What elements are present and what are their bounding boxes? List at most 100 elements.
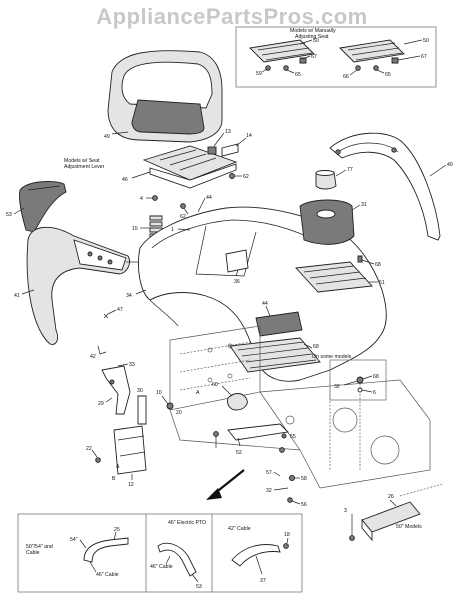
callout-67: 67 <box>421 54 427 60</box>
callout-12: 12 <box>128 482 134 488</box>
note-cable-46-pto: 46" Electric PTO <box>168 520 206 526</box>
callout-42: 42 <box>90 354 96 360</box>
callout-40: 40 <box>447 162 453 168</box>
callout-25: 25 <box>114 527 120 533</box>
fender-40 <box>329 132 441 241</box>
callout-52: 52 <box>236 450 242 456</box>
callout-20: 20 <box>176 410 182 416</box>
callout-66: 66 <box>343 74 349 80</box>
seat-back-cushion <box>121 61 213 109</box>
grip-53 <box>19 181 67 233</box>
console-31 <box>299 199 355 245</box>
seat-pan-plate <box>142 145 238 181</box>
callout-62: 62 <box>180 214 186 220</box>
callout-1: 1 <box>171 227 174 233</box>
link-52 <box>227 423 289 441</box>
callout-50: 50 <box>423 38 429 44</box>
watermark: AppliancePartsPros.com <box>96 4 367 29</box>
callout-47: 47 <box>117 307 123 313</box>
left-footpad: 68 On some models <box>229 337 352 373</box>
callout-59: 59 <box>256 71 262 77</box>
callout-10: 10 <box>156 390 162 396</box>
callout-55: 55 <box>290 434 296 440</box>
note-some-models: On some models <box>312 354 352 360</box>
callout-44: 44 <box>206 195 212 201</box>
callout-B: B <box>112 476 116 482</box>
lever-33 <box>101 365 131 415</box>
callout-77: 77 <box>347 167 353 173</box>
seat-pan-assembly: Models w/ Seat Adjustment Lever 13 14 46… <box>64 129 252 189</box>
inset-frame-small <box>329 359 387 401</box>
callout-41: 41 <box>14 293 20 299</box>
callout-62: 62 <box>243 174 249 180</box>
note-cable-50-54: 50"/54" and <box>26 544 53 550</box>
footpad-left <box>229 337 321 373</box>
callout-44: 44 <box>262 301 268 307</box>
note-lever-seat: Models w/ Seat <box>64 158 100 164</box>
callout-65: 65 <box>385 72 391 78</box>
cable-bracket-37 <box>231 544 281 567</box>
callout-51: 51 <box>379 280 385 286</box>
note-lever-seat-2: Adjustment Lever <box>64 164 105 170</box>
shroud-34 <box>138 206 387 382</box>
note-manual-seat: Models w/ Manually <box>290 28 336 34</box>
callout-32: 32 <box>334 384 340 390</box>
note-cable-54: 54" <box>70 537 78 543</box>
callout-30: 30 <box>137 388 143 394</box>
callout-65: 65 <box>295 72 301 78</box>
note-cable-42: 42" Cable <box>228 526 251 532</box>
note-fifty-models: 50" Models <box>396 524 422 530</box>
note-cable-50-54-2: Cable <box>26 550 40 556</box>
callout-A: A <box>196 390 200 396</box>
callout-26: 26 <box>388 494 394 500</box>
callout-50: 50 <box>313 38 319 44</box>
callout-18: 18 <box>284 532 290 538</box>
right-console: 31 68 51 <box>295 199 385 293</box>
rod-30 <box>137 395 147 425</box>
plate-44 <box>255 311 303 337</box>
callout-A: A <box>116 464 120 470</box>
callout-32: 32 <box>266 488 272 494</box>
seat-rail-right <box>339 39 405 63</box>
pointer-arrow-head <box>206 488 222 500</box>
cable-panel: 50"/54" and Cable 25 54" 46" Cable 46" E… <box>17 513 303 593</box>
footpad-51 <box>295 261 373 293</box>
body-shroud: 1 34 36 44 <box>126 206 387 382</box>
callout-14: 14 <box>246 133 252 139</box>
bracket-26-edge <box>361 518 373 542</box>
cable-panel-frame <box>17 513 303 593</box>
callout-68: 68 <box>373 374 379 380</box>
pointer-arrow <box>213 469 245 495</box>
callout-6: 6 <box>373 390 376 396</box>
callout-4: 4 <box>140 196 143 202</box>
callout-57: 57 <box>266 470 272 476</box>
linkage-assembly: 33 29 30 10 20 A 60 12 22 B A <box>86 362 248 488</box>
callout-56: 56 <box>301 502 307 508</box>
callout-60: 60 <box>212 382 218 388</box>
bracket-14 <box>221 143 239 157</box>
callout-36: 36 <box>234 279 240 285</box>
callout-49: 49 <box>104 134 110 140</box>
left-side-parts: 53 39 41 47 42 <box>6 181 145 360</box>
bracket-36 <box>225 249 249 273</box>
fifty-models-bracket: 26 3 50" Models <box>344 483 443 542</box>
part-60 <box>227 393 248 411</box>
panel-39 <box>73 239 127 271</box>
center-link: 52 57 58 32 56 <box>213 423 307 508</box>
bracket-12 <box>113 425 147 475</box>
callout-22: 22 <box>86 446 92 452</box>
cable-bracket-53 <box>157 542 197 577</box>
callout-29: 29 <box>98 401 104 407</box>
note-cable-46b: 46" Cable <box>150 564 173 570</box>
callout-34: 34 <box>126 293 132 299</box>
inset-some-models: 32 68 6 <box>329 359 387 401</box>
callout-53: 53 <box>196 584 202 590</box>
callout-33: 33 <box>129 362 135 368</box>
seat-rail-left <box>249 39 315 63</box>
seat-assembly: 49 <box>104 50 223 143</box>
note-cable-46a: 46" Cable <box>96 572 119 578</box>
note-manual-seat-2: Adjusting Seat <box>295 34 329 40</box>
callout-37: 37 <box>260 578 266 584</box>
inset-frame <box>235 26 437 88</box>
callout-68: 68 <box>313 344 319 350</box>
